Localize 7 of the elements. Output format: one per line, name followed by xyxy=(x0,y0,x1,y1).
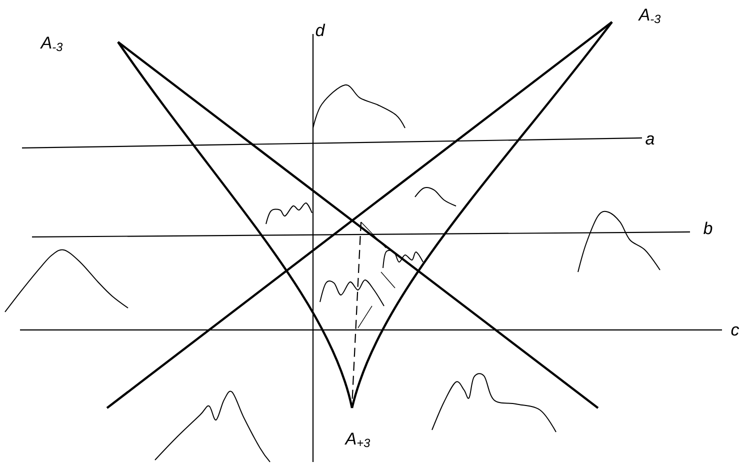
point-label: A$_{+3}$ xyxy=(344,432,370,448)
axis-label: b xyxy=(704,222,712,234)
point-label: A$_{-3}$ xyxy=(40,36,63,52)
axis-label: c xyxy=(731,326,740,336)
point-label: A$_{-3}$ xyxy=(638,8,661,24)
axis-label: d xyxy=(316,24,326,36)
axis-label: a xyxy=(646,135,654,145)
